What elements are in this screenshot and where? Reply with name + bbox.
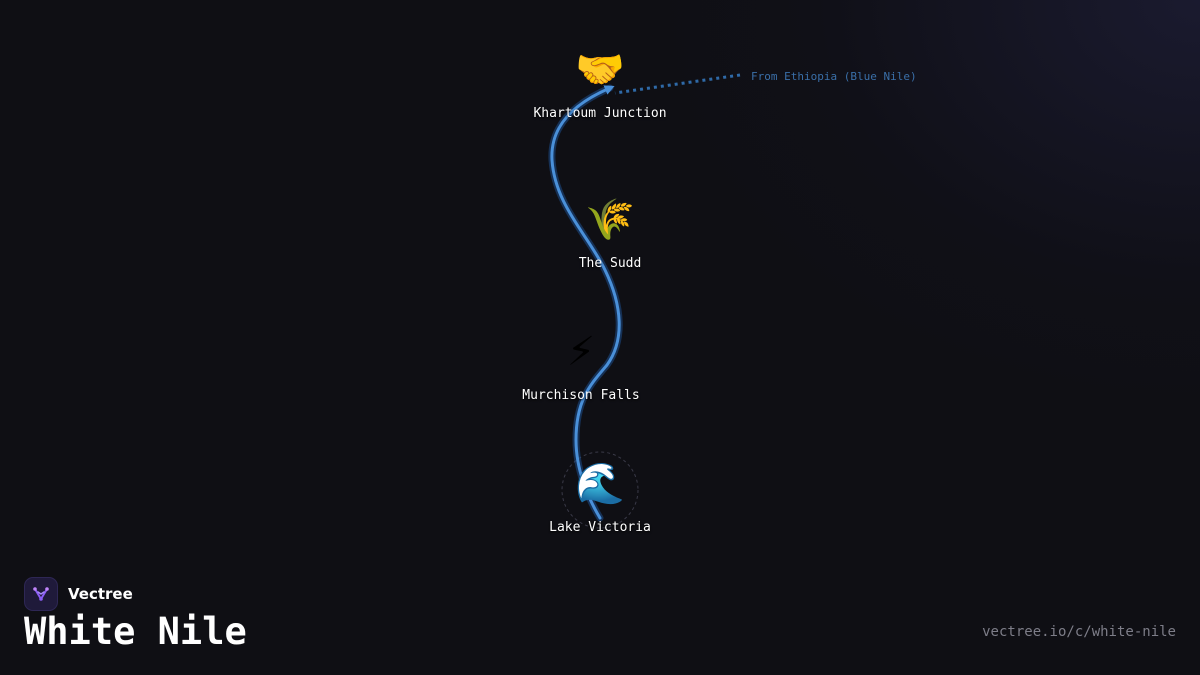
source-ring: [561, 451, 639, 529]
tributary-path: [614, 73, 741, 95]
wheat-icon: 🌾: [585, 197, 635, 243]
brand[interactable]: Vectree: [24, 577, 133, 611]
wave-icon: 🌊: [575, 461, 625, 507]
node-label-khartoum-junction: Khartoum Junction: [533, 106, 667, 121]
node-label-murchison-falls: Murchison Falls: [522, 388, 640, 403]
page-title: White Nile: [24, 610, 247, 653]
river-path: [550, 85, 621, 520]
node-label-lake-victoria: Lake Victoria: [549, 520, 651, 535]
footer-url[interactable]: vectree.io/c/white-nile: [982, 624, 1176, 640]
brand-name: Vectree: [68, 585, 133, 603]
node-label-the-sudd: The Sudd: [578, 256, 642, 271]
tributary-label: From Ethiopia (Blue Nile): [751, 70, 917, 83]
lightning-icon: ⚡: [566, 329, 596, 375]
branch-logo-icon: [24, 577, 58, 611]
handshake-icon: 🤝: [575, 47, 625, 93]
